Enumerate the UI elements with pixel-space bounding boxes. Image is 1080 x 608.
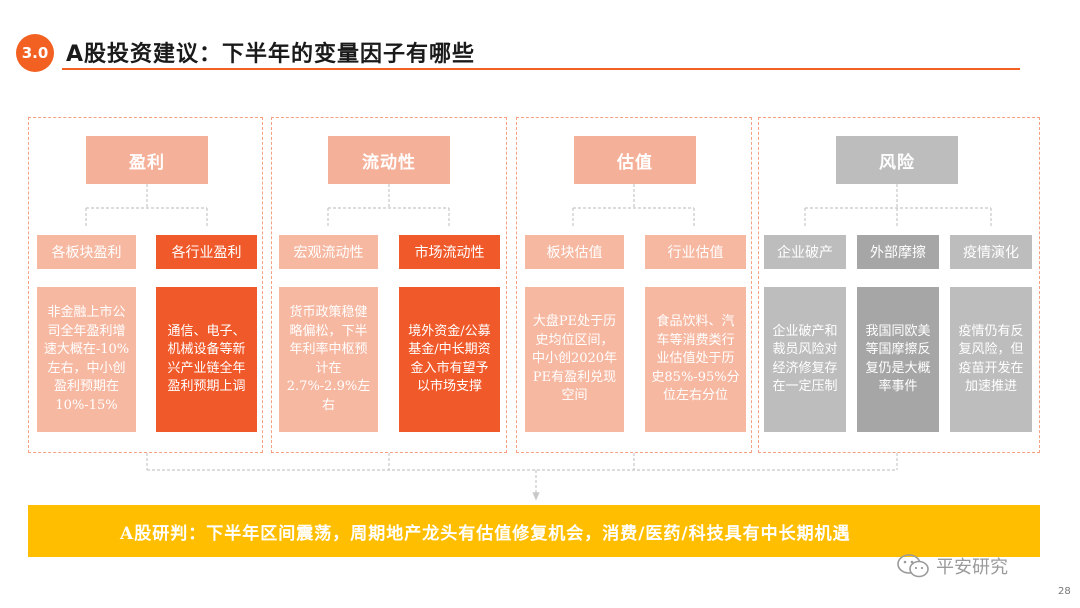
conclusion-text: A股研判：下半年区间震荡，周期地产龙头有估值修复机会，消费/医药/科技具有中长期… [120, 523, 851, 544]
group4-connector [804, 184, 992, 228]
page-number: 28 [1058, 586, 1071, 597]
detail-market-liquidity: 境外资金/公募基金/中长期资金入市有望予以市场支撑 [399, 287, 500, 432]
detail-sector-profit: 非金融上市公司全年盈利增速大概在-10%左右，中小创盈利预期在10%-15% [37, 287, 136, 432]
group2-connector [327, 184, 450, 228]
group-profit [28, 117, 263, 453]
slide-header: 3.0 A股投资建议：下半年的变量因子有哪些 [0, 0, 1080, 80]
sub-market-liquidity: 市场流动性 [399, 235, 500, 269]
detail-bankruptcy: 企业破产和裁员风险对经济修复存在一定压制 [764, 287, 846, 432]
sub-macro-liquidity: 宏观流动性 [279, 235, 378, 269]
merge-connector [146, 453, 898, 497]
sub-sector-valuation: 板块估值 [525, 235, 624, 269]
detail-macro-liquidity: 货币政策稳健略偏松，下半年利率中枢预计在2.7%-2.9%左右 [279, 287, 378, 432]
detail-external-friction: 我国同欧美等国摩擦反复仍是大概率事件 [857, 287, 939, 432]
detail-industry-profit: 通信、电子、机械设备等新兴产业链全年盈利预期上调 [156, 287, 257, 432]
group-valuation [516, 117, 752, 453]
category-profit: 盈利 [86, 136, 208, 184]
watermark-text: 平安研究 [936, 557, 1008, 578]
group1-connector [85, 184, 208, 228]
group3-connector [572, 184, 695, 228]
sub-sector-profit: 各板块盈利 [37, 235, 136, 269]
category-liquidity: 流动性 [328, 136, 450, 184]
detail-epidemic: 疫情仍有反复风险，但疫苗开发在加速推进 [950, 287, 1032, 432]
sub-industry-valuation: 行业估值 [645, 235, 746, 269]
group-risk [758, 117, 1040, 453]
detail-industry-valuation: 食品饮料、汽车等消费类行业估值处于历史85%-95%分位左右分位 [645, 287, 746, 432]
category-risk: 风险 [836, 136, 958, 184]
conclusion-bar: A股研判：下半年区间震荡，周期地产龙头有估值修复机会，消费/医药/科技具有中长期… [28, 505, 1040, 557]
title-underline [62, 68, 1020, 70]
section-number-badge: 3.0 [16, 34, 54, 72]
detail-sector-valuation: 大盘PE处于历史均位区间，中小创2020年PE有盈利兑现空间 [525, 287, 624, 432]
wechat-icon [897, 554, 929, 578]
sub-industry-profit: 各行业盈利 [156, 235, 257, 269]
watermark: 平安研究 [896, 553, 1008, 579]
group-liquidity [271, 117, 507, 453]
category-valuation: 估值 [574, 136, 696, 184]
sub-bankruptcy: 企业破产 [764, 235, 846, 269]
sub-epidemic: 疫情演化 [950, 235, 1032, 269]
slide-title: A股投资建议：下半年的变量因子有哪些 [66, 42, 476, 67]
sub-external-friction: 外部摩擦 [857, 235, 939, 269]
